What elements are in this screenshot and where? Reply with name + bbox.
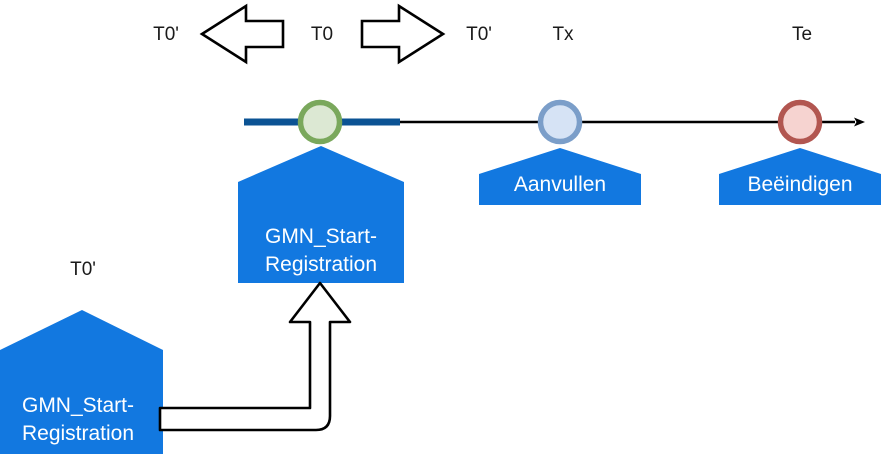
event-marker-te-circle[interactable] bbox=[777, 99, 823, 145]
node-box-beeindigen[interactable]: Beëindigen bbox=[719, 148, 881, 205]
event-marker-tx-circle[interactable] bbox=[537, 99, 583, 145]
node-box-gmn-start-registration[interactable]: GMN_Start- Registration bbox=[238, 146, 404, 283]
origin-node-label-line-1: GMN_Start- bbox=[22, 394, 134, 417]
event-marker-t0-circle[interactable] bbox=[297, 99, 343, 145]
origin-time-label-t0-prime: T0' bbox=[70, 259, 96, 280]
time-label-te: Te bbox=[792, 24, 812, 45]
block-arrow-right bbox=[360, 3, 446, 65]
time-label-t0: T0 bbox=[311, 24, 333, 45]
origin-node-label-line-2: Registration bbox=[22, 422, 134, 445]
time-label-t0-prime-right: T0' bbox=[466, 24, 492, 45]
origin-node-box-gmn-start-registration[interactable]: GMN_Start- Registration bbox=[0, 310, 163, 454]
node-label-line-1: GMN_Start- bbox=[265, 225, 377, 248]
node-label-beeindigen: Beëindigen bbox=[747, 173, 852, 196]
block-arrow-left bbox=[199, 3, 285, 65]
time-label-t0-prime-left: T0' bbox=[153, 24, 179, 45]
node-label-line-2: Registration bbox=[265, 253, 377, 276]
node-box-aanvullen[interactable]: Aanvullen bbox=[479, 148, 641, 205]
origin-to-t0-connector-arrow[interactable] bbox=[158, 281, 352, 432]
node-label-aanvullen: Aanvullen bbox=[514, 173, 606, 196]
time-label-tx: Tx bbox=[552, 24, 574, 45]
